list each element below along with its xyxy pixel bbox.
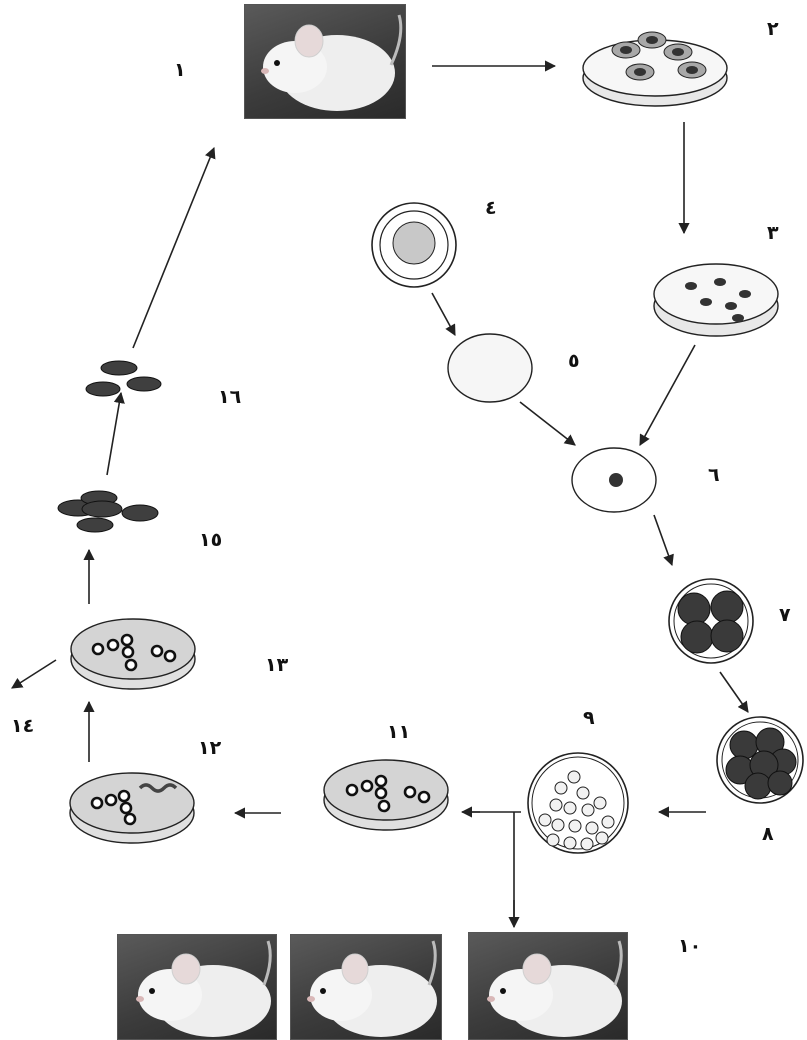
cell-cluster-15 [57, 490, 159, 533]
mouse-icon [487, 940, 623, 1037]
cell-6 [571, 447, 657, 513]
cell-cluster-16 [85, 360, 162, 397]
petri-dish-2 [582, 31, 728, 107]
arrow-7-to-8 [719, 671, 749, 713]
stage-label-15: ١٥ [199, 529, 223, 551]
cell-4 [371, 202, 457, 288]
stage-label-10: ١٠ [678, 935, 702, 957]
stage-label-4: ٤ [485, 197, 497, 219]
mouse-icon [136, 940, 272, 1037]
arrow-16-to-1 [132, 146, 216, 349]
stage-label-1: ١ [174, 59, 186, 81]
arrow-6-to-7 [653, 514, 674, 567]
stage-label-5: ٥ [568, 350, 580, 372]
stage-label-9: ٩ [583, 707, 595, 729]
stage-label-3: ٣ [767, 222, 779, 244]
petri-dish-13 [70, 618, 196, 690]
stage-label-16: ١٦ [218, 386, 242, 408]
mouse-icon [261, 14, 403, 111]
embryo-8 [716, 716, 804, 804]
mouse-icon [307, 940, 437, 1037]
arrow-15-to-16 [106, 391, 125, 476]
stage-label-8: ٨ [762, 823, 774, 845]
cell-5 [447, 333, 533, 403]
arrow-3-to-6 [639, 344, 696, 446]
mouse-photo-10a [117, 934, 277, 1040]
stage-label-13: ١٣ [265, 654, 289, 676]
mouse-photo-10c [468, 932, 628, 1040]
petri-dish-3 [653, 263, 779, 337]
stage-label-12: ١٢ [198, 737, 222, 759]
petri-dish-11 [323, 759, 449, 831]
blastocyst-9 [527, 752, 629, 854]
arrow-13-to-14 [11, 659, 57, 689]
mouse-photo-1 [244, 4, 406, 119]
petri-dish-12 [69, 772, 195, 844]
arrow-5-to-6 [519, 401, 576, 446]
mouse-photo-10b [290, 934, 442, 1040]
arrow-4-to-5 [431, 292, 456, 336]
stage-label-2: ٢ [767, 18, 779, 40]
stage-label-7: ٧ [779, 604, 791, 626]
stage-label-14: ١٤ [11, 715, 35, 737]
embryo-7 [668, 578, 754, 664]
stage-label-6: ٦ [708, 464, 720, 486]
stage-label-11: ١١ [387, 721, 411, 743]
